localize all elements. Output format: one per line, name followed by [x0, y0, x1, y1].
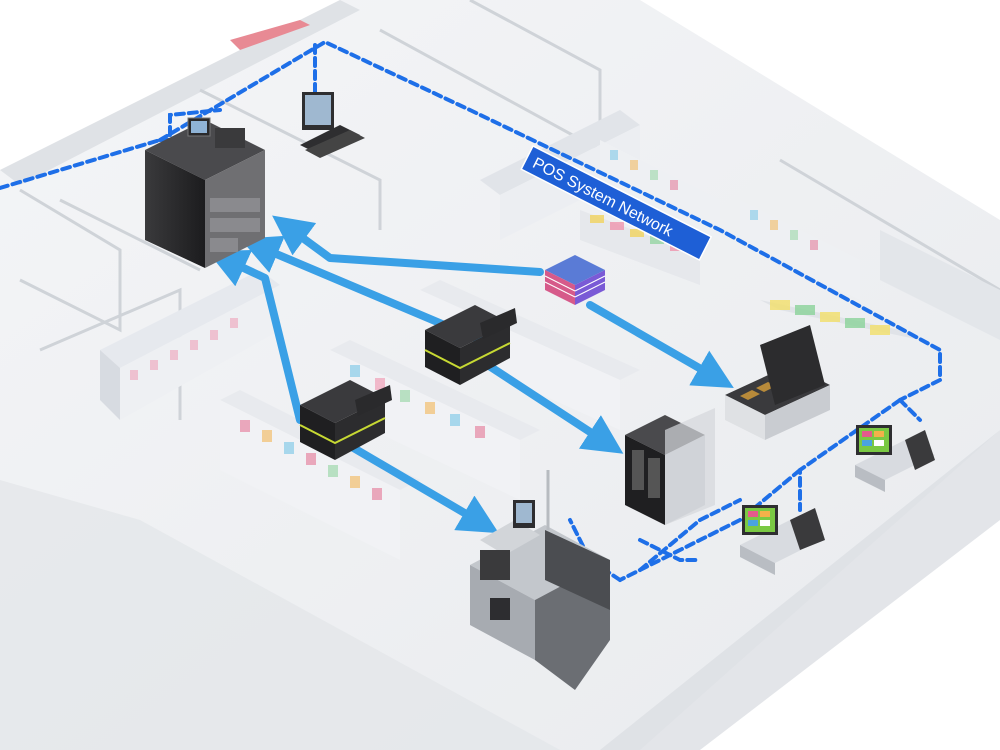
store-shelving	[100, 20, 1000, 560]
pos-register-right-icon	[855, 425, 935, 492]
cash-recycler-front-icon	[625, 408, 715, 525]
self-checkout-kiosk-icon	[470, 470, 610, 690]
pos-register-center-icon	[740, 505, 825, 575]
pos-terminal-office-icon	[300, 92, 365, 158]
cash-recycler-back-office-icon	[145, 117, 265, 268]
coin-counter-right-icon	[424, 305, 517, 385]
pos-network-line	[0, 39, 942, 582]
banknote-stack-icon	[544, 255, 606, 305]
coin-counter-left-icon	[299, 380, 392, 460]
cash-drawer-icon	[725, 325, 830, 440]
